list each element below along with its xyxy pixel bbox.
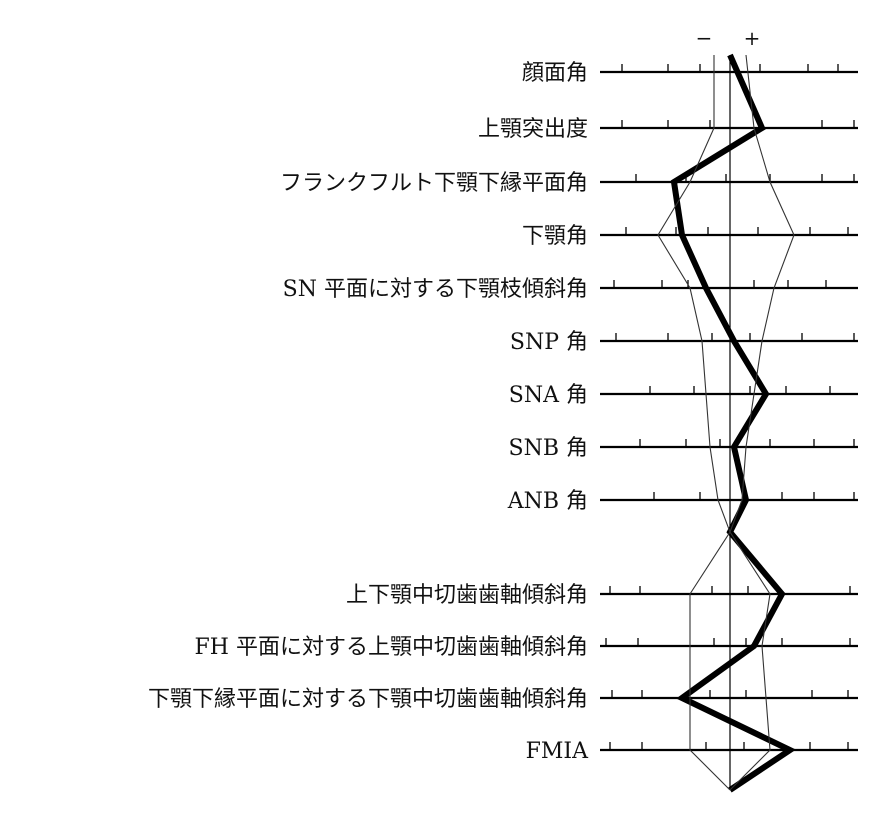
patient-polyline [670,53,797,793]
measurement-label: 下顎角 [522,224,588,249]
measurement-row: SN 平面に対する下顎枝傾斜角 [283,277,858,302]
measurement-label: SNP 角 [510,330,588,355]
measurement-row: 上下顎中切歯歯軸傾斜角 [346,583,858,608]
sign-labels: − + [696,26,761,50]
measurement-row: フランクフルト下顎下縁平面角 [280,171,858,196]
measurement-row: ANB 角 [507,489,858,514]
measurement-label: 下顎下縁平面に対する下顎中切歯歯軸傾斜角 [148,687,588,712]
measurement-row: FMIA [526,739,858,764]
measurement-row: 上顎突出度 [478,117,858,142]
minus-sign-label: − [696,26,713,50]
norm-range-norm-plus-line [729,54,795,791]
measurement-label: SNA 角 [509,383,588,408]
measurement-label: SN 平面に対する下顎枝傾斜角 [283,277,588,302]
measurement-row: 顔面角 [522,61,858,86]
measurement-label: SNB 角 [509,436,588,461]
measurement-label: 上顎突出度 [478,117,588,142]
measurement-row: SNP 角 [510,330,858,355]
measurement-label: ANB 角 [507,489,588,514]
measurement-label: 上下顎中切歯歯軸傾斜角 [346,583,588,608]
measurement-row: 下顎下縁平面に対する下顎中切歯歯軸傾斜角 [148,687,858,712]
plus-sign-label: + [744,26,761,50]
measurement-label: フランクフルト下顎下縁平面角 [280,171,588,196]
norm-range-norm-minus-line [657,55,731,791]
measurement-label: FMIA [526,739,589,764]
measurement-row: SNA 角 [509,383,858,408]
measurement-label: 顔面角 [522,61,588,86]
measurement-label: FH 平面に対する上顎中切歯歯軸傾斜角 [195,635,588,660]
polygon-lines [657,53,797,793]
measurement-row: SNB 角 [509,436,858,461]
measurement-row: FH 平面に対する上顎中切歯歯軸傾斜角 [195,635,858,660]
measurement-row: 下顎角 [522,224,858,249]
